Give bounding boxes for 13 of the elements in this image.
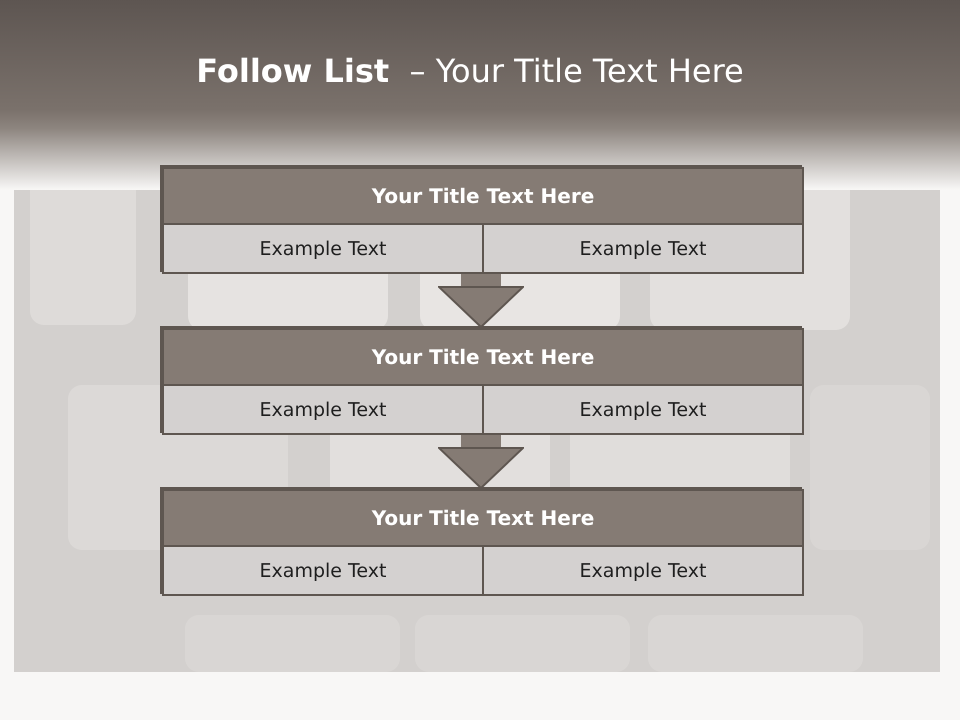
list-group	[160, 165, 802, 272]
list-group	[160, 326, 802, 433]
text-cell: Example Text	[162, 545, 484, 596]
slide-title: Follow List – Your Title Text Here	[195, 52, 745, 90]
text-cell: Example Text	[162, 223, 484, 274]
text-cell: Example Text	[482, 223, 804, 274]
title-bar: Your Title Text Here	[162, 489, 804, 547]
text-cell: Example Text	[482, 384, 804, 435]
text-cell: Example Text	[162, 384, 484, 435]
title-bar: Your Title Text Here	[162, 167, 804, 225]
text-cell: Example Text	[482, 545, 804, 596]
list-group	[160, 487, 802, 594]
title-bar: Your Title Text Here	[162, 328, 804, 386]
